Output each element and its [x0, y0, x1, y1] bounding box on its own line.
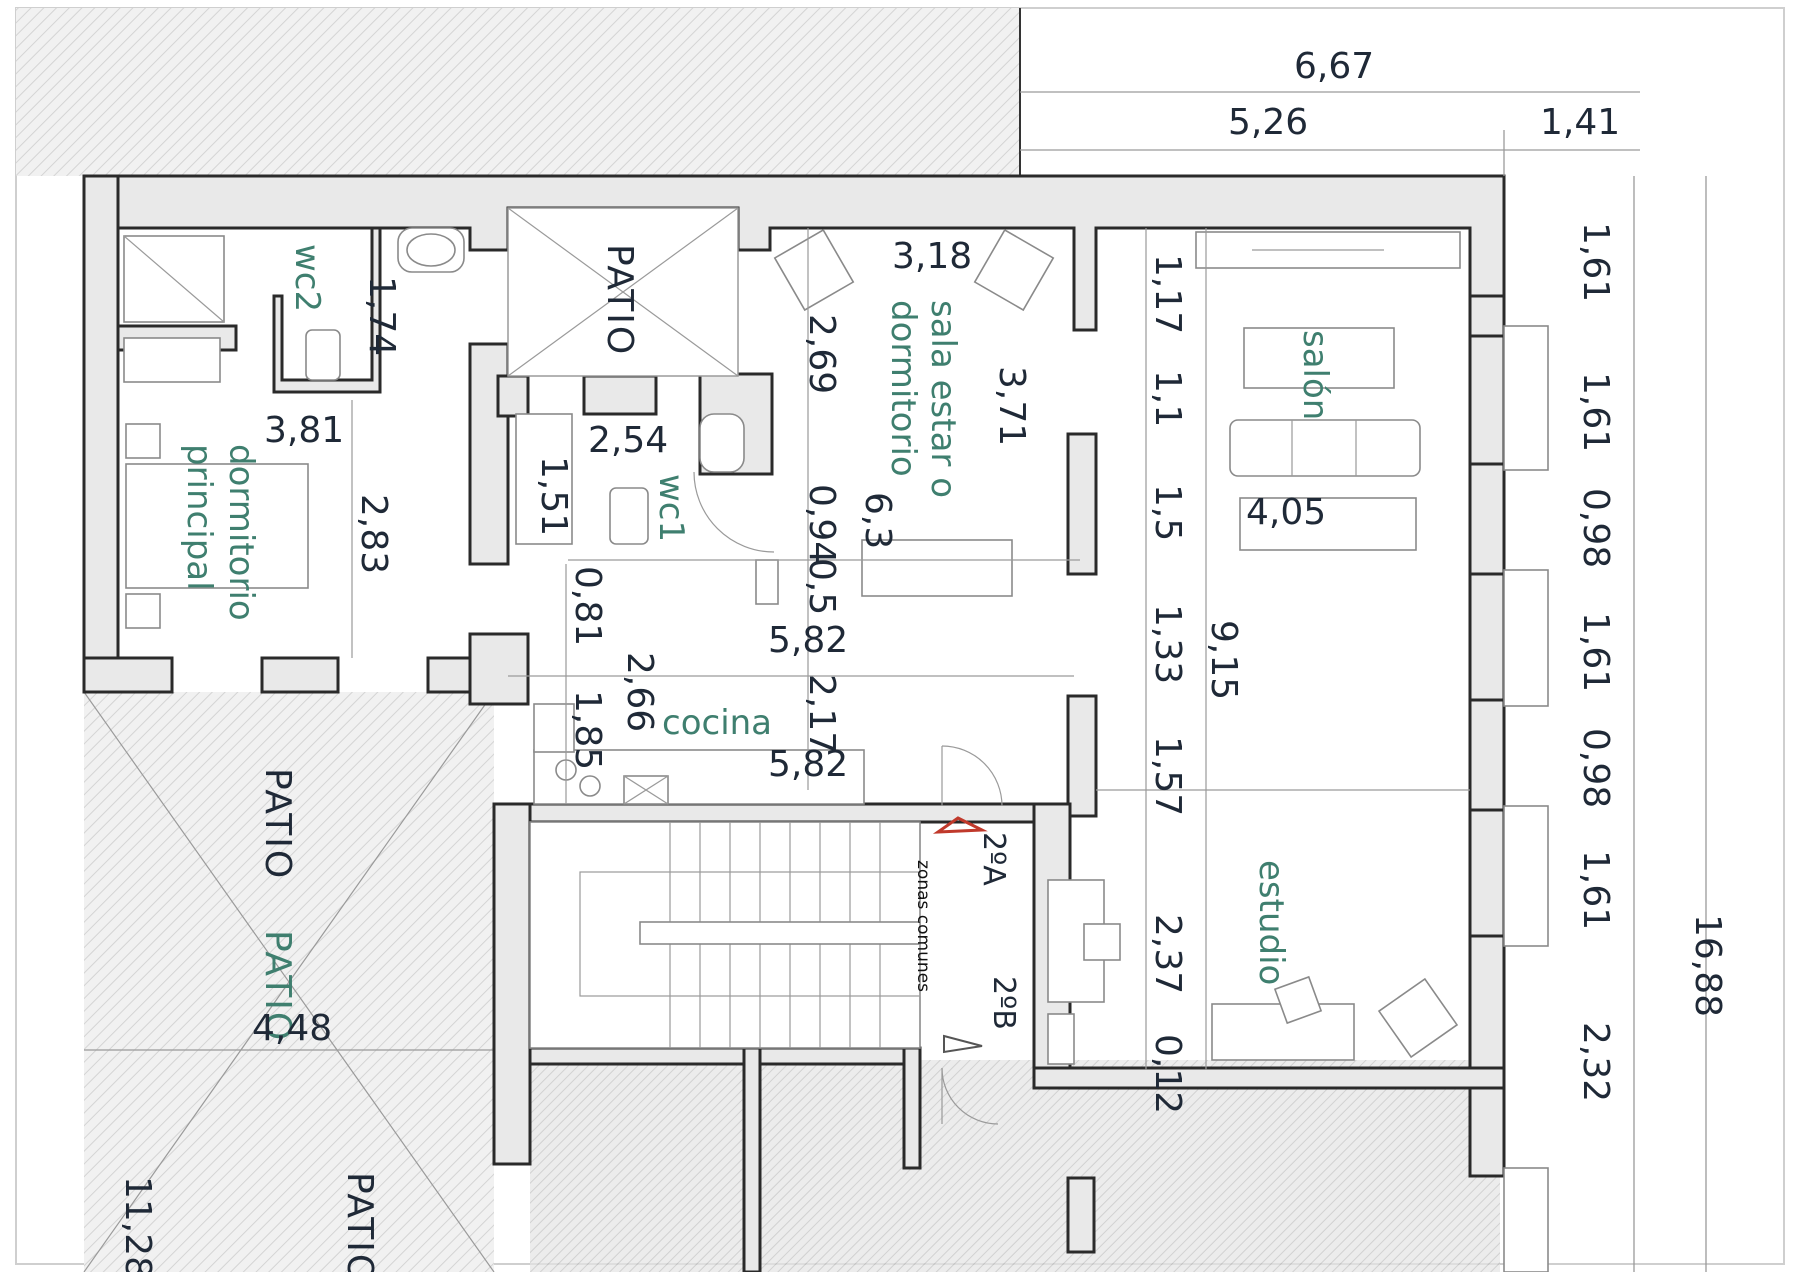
- dim-174: 1,74: [361, 276, 402, 356]
- dim-157: 1,57: [1147, 736, 1188, 816]
- room-label-sala-2: dormitorio: [883, 300, 923, 477]
- dim-318: 3,18: [892, 236, 972, 277]
- bottom-left-wall: [82, 656, 174, 694]
- dim-269: 2,69: [801, 314, 842, 394]
- dim-448: 4,48: [252, 1008, 332, 1049]
- dim-total-width: 6,67: [1294, 46, 1374, 87]
- dim-15: 1,5: [1147, 484, 1188, 541]
- dim-overall-height: 16,88: [1687, 914, 1728, 1017]
- lower-neighbour-area: [530, 1060, 1500, 1272]
- dim-217: 2,17: [801, 674, 842, 754]
- dim-left-width: 5,26: [1228, 102, 1308, 143]
- room-label-sala-1: sala estar o: [923, 300, 963, 498]
- dim-915: 9,15: [1203, 620, 1244, 700]
- dim-283: 2,83: [353, 494, 394, 574]
- patio-label-left-2: PATIO: [257, 930, 298, 1042]
- dim-right-7: 2,32: [1575, 1022, 1616, 1102]
- dim-117: 1,17: [1147, 254, 1188, 334]
- unit-label-2a: 2ºA: [976, 832, 1011, 886]
- room-label-cocina: cocina: [662, 703, 772, 743]
- dim-right-1: 1,61: [1575, 222, 1616, 302]
- exterior-wall: [82, 174, 1506, 1177]
- dim-right-6: 1,61: [1575, 850, 1616, 930]
- entry-marker-2a: [932, 816, 988, 834]
- dim-405: 4,05: [1246, 492, 1326, 533]
- dim-185: 1,85: [567, 690, 608, 770]
- dim-133: 1,33: [1147, 604, 1188, 684]
- room-label-wc1: wc1: [651, 474, 691, 542]
- dim-237: 2,37: [1147, 914, 1188, 994]
- room-label-estudio: estudio: [1251, 860, 1291, 985]
- room-label-wc2: wc2: [287, 244, 327, 312]
- dim-081: 0,81: [567, 566, 608, 646]
- dim-right-4: 1,61: [1575, 612, 1616, 692]
- dim-11: 1,1: [1147, 370, 1188, 427]
- dim-151: 1,51: [533, 456, 574, 536]
- dim-right-3: 0,98: [1575, 488, 1616, 568]
- label-zonas-comunes: zonas comunes: [913, 860, 933, 992]
- staircase: [529, 821, 921, 1049]
- dim-right-2: 1,61: [1575, 372, 1616, 452]
- dim-266: 2,66: [619, 652, 660, 732]
- dim-right-width: 1,41: [1540, 102, 1620, 143]
- patio-label-top: PATIO: [599, 244, 640, 356]
- room-label-dormitorio-principal-1: dormitorio: [221, 444, 261, 621]
- dim-094: 0,94: [801, 484, 842, 564]
- dim-254: 2,54: [588, 420, 668, 461]
- dim-371: 3,71: [991, 366, 1032, 446]
- dim-1128: 11,28: [117, 1176, 158, 1272]
- entry-marker-2b: [943, 1034, 983, 1054]
- dim-05: 0,5: [801, 558, 842, 615]
- dim-right-5: 0,98: [1575, 728, 1616, 808]
- dim-381: 3,81: [264, 410, 344, 451]
- unit-label-2b: 2ºB: [986, 976, 1021, 1030]
- room-label-dormitorio-principal-2: principal: [179, 444, 219, 591]
- dim-582-top: 5,82: [768, 620, 848, 661]
- patio-label-bottom: PATIO: [339, 1172, 380, 1272]
- neighbour-area: [16, 8, 1020, 176]
- dim-63: 6,3: [857, 492, 898, 549]
- dim-012: 0,12: [1147, 1034, 1188, 1114]
- left-wall: [82, 174, 120, 694]
- room-label-salon: salón: [1295, 330, 1335, 420]
- patio-label-left-1: PATIO: [257, 768, 298, 880]
- dim-582-bottom: 5,82: [768, 744, 848, 785]
